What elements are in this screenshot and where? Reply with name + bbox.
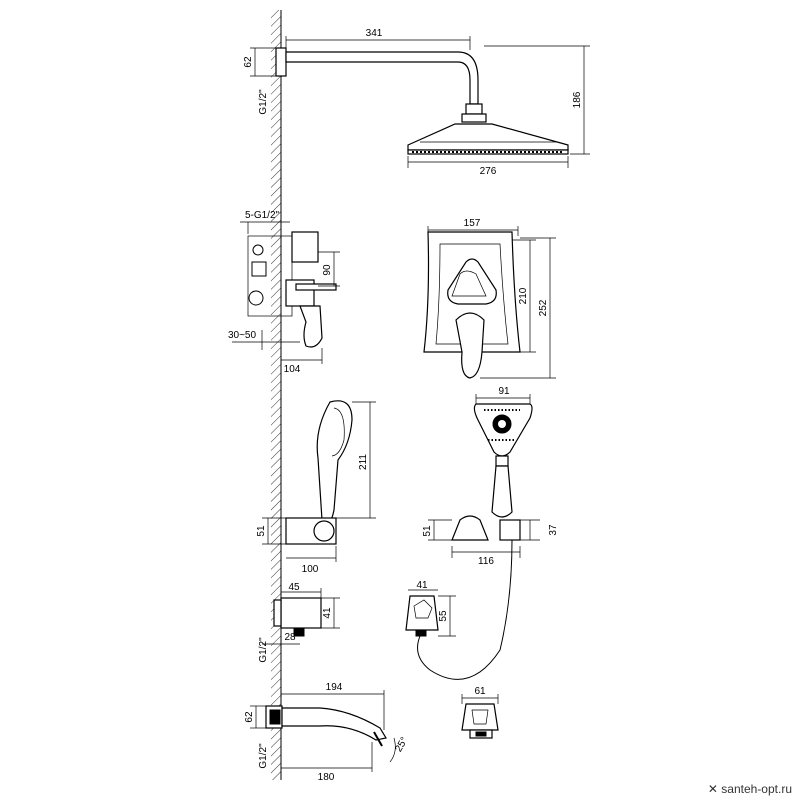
dim-arm-thread: G1/2" [258,89,269,115]
dim-elbow-offset: 28 [284,632,296,643]
dim-elbow-height: 41 [322,607,333,619]
hand-shower-side [262,400,376,562]
dim-arm-length: 341 [366,28,383,39]
dim-plate-inner-height: 210 [518,287,529,304]
dim-arm-depth: 62 [243,56,254,68]
wall-elbow [262,588,456,645]
hand-shower-front [417,394,540,680]
dim-mixer-projection: 104 [284,364,301,375]
dim-head-height: 186 [572,91,583,108]
dim-plate-height: 252 [538,299,549,316]
dim-mixer-depth: 30~50 [228,330,257,341]
dim-holder-height: 51 [256,525,267,537]
bath-spout [250,690,499,772]
dim-elbow-thread: G1/2" [258,637,269,663]
dim-spout-length: 194 [326,682,343,693]
dim-hand-width: 91 [498,386,510,397]
dim-elbow-front-width: 41 [416,580,428,591]
mixer-front-plate [423,226,556,379]
dim-mixer-inlets: 5-G1/2" [245,210,280,221]
dim-holder-width: 116 [478,556,494,567]
mixer-side [232,221,340,364]
dim-elbow-front-height: 55 [438,610,449,622]
watermark-icon: ✕ [707,782,718,796]
dim-holder-height-front: 51 [422,525,433,537]
dim-hand-length: 211 [358,454,369,470]
dim-spout-base: 180 [318,772,335,783]
wall [271,10,282,780]
dim-mixer-spacing: 90 [322,264,333,276]
dim-holder-offset: 37 [548,524,559,536]
watermark-text: santeh-opt.ru [721,782,792,796]
dim-holder-depth: 100 [302,564,319,575]
watermark: ✕ santeh-opt.ru [708,782,792,796]
dim-head-width: 276 [480,166,497,177]
dim-spout-height: 62 [244,711,255,723]
dim-spout-front-width: 61 [474,686,486,697]
shower-arm-head [250,36,590,168]
dim-spout-angle: 25° [393,735,410,754]
dim-plate-width: 157 [464,218,481,229]
dim-spout-thread: G1/2" [258,743,269,769]
dim-elbow-depth: 45 [288,582,300,593]
